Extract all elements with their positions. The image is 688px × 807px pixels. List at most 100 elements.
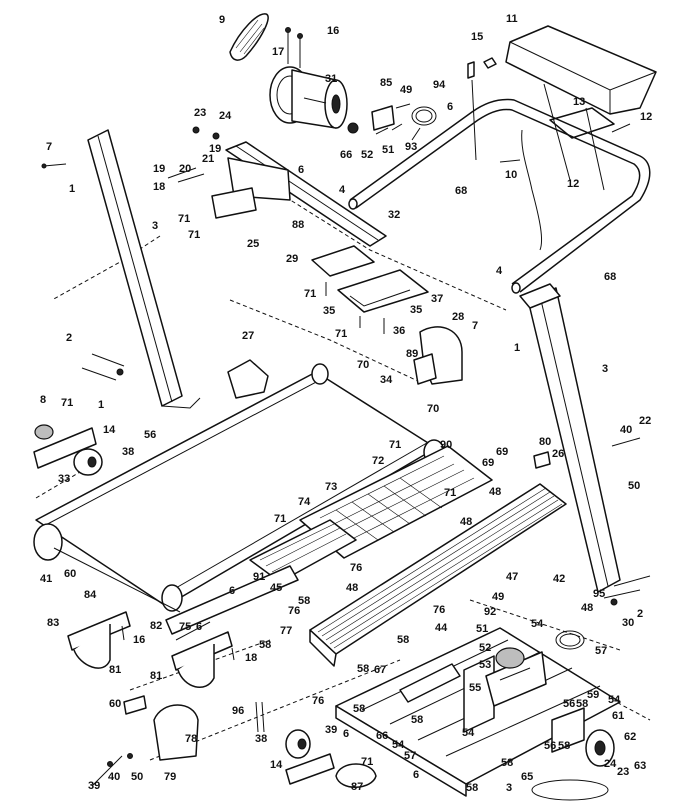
- part-callout: 63: [634, 760, 646, 772]
- part-callout: 84: [84, 589, 97, 601]
- cable-coil: [533, 451, 585, 650]
- incline-motor: [485, 647, 547, 707]
- motor-hood: [309, 483, 567, 667]
- part-callout: 32: [388, 209, 400, 221]
- part-callout: 6: [413, 769, 419, 781]
- part-callout: 38: [255, 733, 267, 745]
- part-callout: 56: [563, 698, 575, 710]
- part-callout: 9: [219, 14, 225, 26]
- bottom-loose-parts: [91, 695, 377, 788]
- part-callout: 72: [372, 455, 384, 467]
- pulse-sensor: [467, 57, 543, 251]
- part-callout: 91: [253, 571, 265, 583]
- part-callout: 6: [229, 585, 235, 597]
- part-callout: 33: [58, 473, 70, 485]
- part-callout: 23: [617, 766, 629, 778]
- part-callout: 71: [389, 439, 401, 451]
- part-callout: 87: [351, 781, 363, 793]
- part-callout: 4: [339, 184, 346, 196]
- part-callout: 67: [374, 664, 386, 676]
- part-callout: 24: [219, 110, 232, 122]
- part-callout: 49: [492, 591, 504, 603]
- part-callout: 66: [340, 149, 352, 161]
- part-callout: 75: [179, 621, 191, 633]
- drive-motor: [269, 66, 359, 134]
- part-callout: 30: [622, 617, 634, 629]
- part-callout: 90: [440, 439, 452, 451]
- part-callout: 1: [98, 399, 104, 411]
- part-callout: 27: [242, 330, 254, 342]
- part-callout: 58: [501, 757, 513, 769]
- part-callout: 29: [286, 253, 298, 265]
- part-callout: 58: [466, 782, 478, 794]
- side-rails: [165, 565, 299, 641]
- part-callout: 24: [604, 758, 617, 770]
- part-callout: 94: [433, 79, 446, 91]
- part-callout: 54: [392, 739, 405, 751]
- part-callout: 60: [109, 698, 121, 710]
- part-callout: 3: [602, 363, 608, 375]
- part-callout: 68: [604, 271, 616, 283]
- leveling-parts: [33, 424, 103, 476]
- part-callout: 48: [581, 602, 593, 614]
- part-callout: 76: [288, 605, 300, 617]
- part-callout: 51: [476, 623, 488, 635]
- part-callout: 44: [435, 622, 448, 634]
- part-callout: 40: [620, 424, 632, 436]
- part-callout: 42: [553, 573, 565, 585]
- part-callout: 70: [357, 359, 369, 371]
- part-callout: 19: [209, 143, 221, 155]
- part-callout: 48: [346, 582, 358, 594]
- part-callout: 35: [323, 305, 335, 317]
- part-callout: 7: [472, 320, 478, 332]
- console-bracket: [543, 83, 631, 191]
- part-callout: 16: [133, 634, 145, 646]
- part-callout: 74: [298, 496, 311, 508]
- part-callout: 71: [61, 397, 73, 409]
- part-callout: 11: [506, 13, 518, 25]
- part-callout: 50: [131, 771, 143, 783]
- part-callout: 49: [400, 84, 412, 96]
- part-callout: 1: [69, 183, 75, 195]
- part-callout: 71: [361, 756, 373, 768]
- part-callout: 83: [47, 617, 59, 629]
- part-callout: 71: [444, 487, 456, 499]
- drive-belt: [229, 13, 269, 61]
- part-callout: 92: [484, 606, 496, 618]
- part-callout: 54: [531, 618, 544, 630]
- part-callout: 66: [376, 730, 388, 742]
- part-callout: 71: [304, 288, 316, 300]
- part-callout: 81: [150, 670, 162, 682]
- motor-cover-pieces: [227, 326, 463, 399]
- part-callout: 12: [640, 111, 652, 123]
- part-callout: 71: [178, 213, 190, 225]
- part-callout: 52: [479, 642, 491, 654]
- rear-feet: [67, 611, 235, 688]
- part-callout: 58: [576, 698, 588, 710]
- part-callout: 23: [194, 107, 206, 119]
- rear-wheel: [531, 707, 615, 801]
- part-callout: 4: [496, 265, 503, 277]
- part-callout: 76: [433, 604, 445, 616]
- part-callout: 81: [109, 664, 121, 676]
- part-callout: 58: [357, 663, 369, 675]
- part-callout: 22: [639, 415, 651, 427]
- part-callout: 35: [410, 304, 422, 316]
- part-callout: 95: [593, 588, 605, 600]
- part-callout: 58: [298, 595, 310, 607]
- part-callout: 18: [245, 652, 257, 664]
- part-callout: 15: [471, 31, 483, 43]
- motor-bolts: [285, 27, 303, 68]
- mounting-plates: [311, 245, 429, 334]
- part-callout: 8: [40, 394, 46, 406]
- console: [505, 25, 657, 115]
- part-callout: 58: [558, 740, 570, 752]
- part-callout: 47: [506, 571, 518, 583]
- part-callout: 6: [298, 164, 304, 176]
- part-callout: 61: [612, 710, 624, 722]
- part-callout: 14: [103, 424, 116, 436]
- speed-sensor-parts: [371, 103, 437, 141]
- part-callout: 10: [505, 169, 517, 181]
- part-callout: 6: [343, 728, 349, 740]
